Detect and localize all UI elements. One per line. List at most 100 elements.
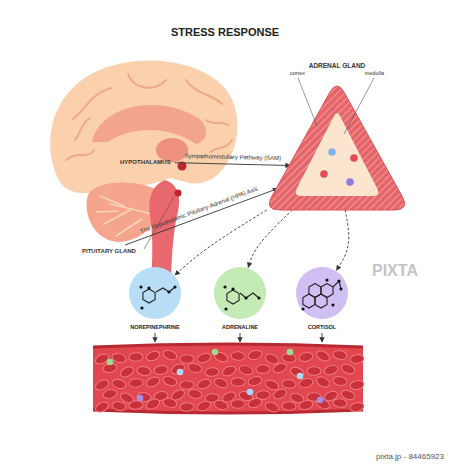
red-blood-cell [145, 349, 161, 362]
molecule-atom [257, 296, 260, 299]
red-blood-cell [298, 351, 313, 362]
hormone-dot [317, 397, 324, 404]
red-blood-cell [162, 349, 178, 362]
gland-cell [346, 178, 354, 186]
molecule-atom [325, 278, 328, 281]
molecule-atom [224, 307, 227, 310]
hormone-dot [287, 349, 294, 356]
structure-label: PITUITARY GLAND [82, 248, 136, 254]
release-arrow [155, 333, 156, 342]
blood-vessel [93, 344, 363, 413]
hormone-circle: ADRENALINE [205, 265, 275, 330]
structure-label: HYPOTHALAMUS [120, 159, 171, 165]
red-blood-cell [145, 375, 161, 388]
gland-title: ADRENAL GLAND [262, 62, 412, 69]
red-blood-cell [170, 362, 186, 376]
hormone-name: CORTISOL [287, 324, 357, 330]
image-id: pixta.jp - 84465923 [376, 452, 444, 461]
red-blood-cell [205, 367, 220, 377]
molecule-chain [156, 287, 175, 292]
red-blood-cell [119, 365, 135, 379]
hormone-name: NOREPINEPHRINE [120, 324, 190, 330]
leader-line [344, 78, 374, 134]
red-blood-cell [180, 355, 194, 364]
red-blood-cell [349, 354, 364, 365]
pathway-arrow [175, 210, 267, 275]
molecule-atom [231, 287, 234, 290]
adrenal-cortex [269, 86, 404, 210]
red-blood-cell [129, 352, 143, 361]
red-blood-cell [307, 367, 321, 376]
red-blood-cell [180, 402, 194, 411]
corpus-callosum [92, 105, 206, 144]
molecule-atom [147, 286, 150, 289]
molecule-atom [140, 306, 143, 309]
red-blood-cell [349, 401, 365, 413]
red-blood-cell [298, 399, 314, 411]
cerebrum [50, 61, 237, 194]
red-blood-cell [153, 365, 168, 375]
molecule-atom [301, 307, 304, 310]
red-blood-cell [247, 349, 263, 361]
red-blood-cell [323, 364, 339, 377]
hormone-dot [107, 359, 114, 366]
diagram-title: STRESS RESPONSE [0, 26, 450, 38]
part-label: cortex [290, 70, 305, 76]
hormone-dot [177, 369, 184, 376]
red-blood-cell [247, 375, 263, 387]
badge-circle [214, 267, 266, 319]
gland-cell [350, 154, 358, 162]
red-blood-cell [332, 376, 347, 386]
red-blood-cell [129, 400, 144, 410]
red-blood-cell [136, 365, 151, 376]
molecule-chain [240, 293, 259, 298]
red-blood-cell [162, 375, 178, 388]
red-blood-cell [272, 361, 288, 374]
red-blood-cell [349, 379, 364, 390]
vessel-wall [93, 410, 363, 413]
adrenal-gland: ADRENAL GLANDcortexmedulla [262, 62, 412, 216]
molecule-badge [127, 265, 183, 321]
molecule-ring [309, 284, 321, 298]
pituitary-spot [175, 190, 182, 197]
hormone-dot [297, 373, 304, 380]
red-blood-cell [282, 401, 296, 410]
red-blood-cell [213, 399, 229, 412]
gland-heading: ADRENAL GLAND [262, 62, 412, 69]
red-blood-cell [102, 388, 118, 400]
molecule-atom [337, 279, 340, 282]
red-blood-cell [145, 397, 161, 411]
red-blood-cell [129, 378, 144, 388]
molecule-atom [173, 285, 176, 288]
red-blood-cell [315, 375, 331, 389]
red-blood-cell [231, 377, 245, 386]
hormone-dot [212, 349, 219, 356]
red-blood-cell [332, 350, 347, 361]
hormone-dot [137, 395, 144, 402]
gland-cell [320, 170, 328, 178]
thalamus [156, 138, 188, 162]
hormone-circle: NOREPINEPHRINE [120, 265, 190, 330]
red-blood-cell [289, 366, 305, 379]
pathway-arrow [175, 163, 291, 166]
red-blood-cell [256, 364, 270, 373]
badge-circle [296, 267, 348, 319]
red-blood-cell [333, 398, 348, 408]
red-blood-cell [180, 381, 194, 390]
hormone-circle: CORTISOL [287, 265, 357, 330]
red-blood-cell [264, 378, 280, 392]
red-blood-cell [238, 364, 254, 376]
pathway-arrow [248, 210, 292, 267]
badge-circle [129, 267, 181, 319]
adrenal-shape [262, 76, 412, 216]
red-blood-cell [221, 364, 237, 378]
red-blood-cell [282, 379, 297, 389]
red-blood-cell [247, 397, 263, 410]
molecule-atom [339, 287, 342, 290]
red-blood-cell [340, 362, 356, 375]
adrenal-medulla [296, 113, 378, 196]
pathway-arrow [337, 210, 349, 270]
red-blood-cell [196, 399, 212, 412]
